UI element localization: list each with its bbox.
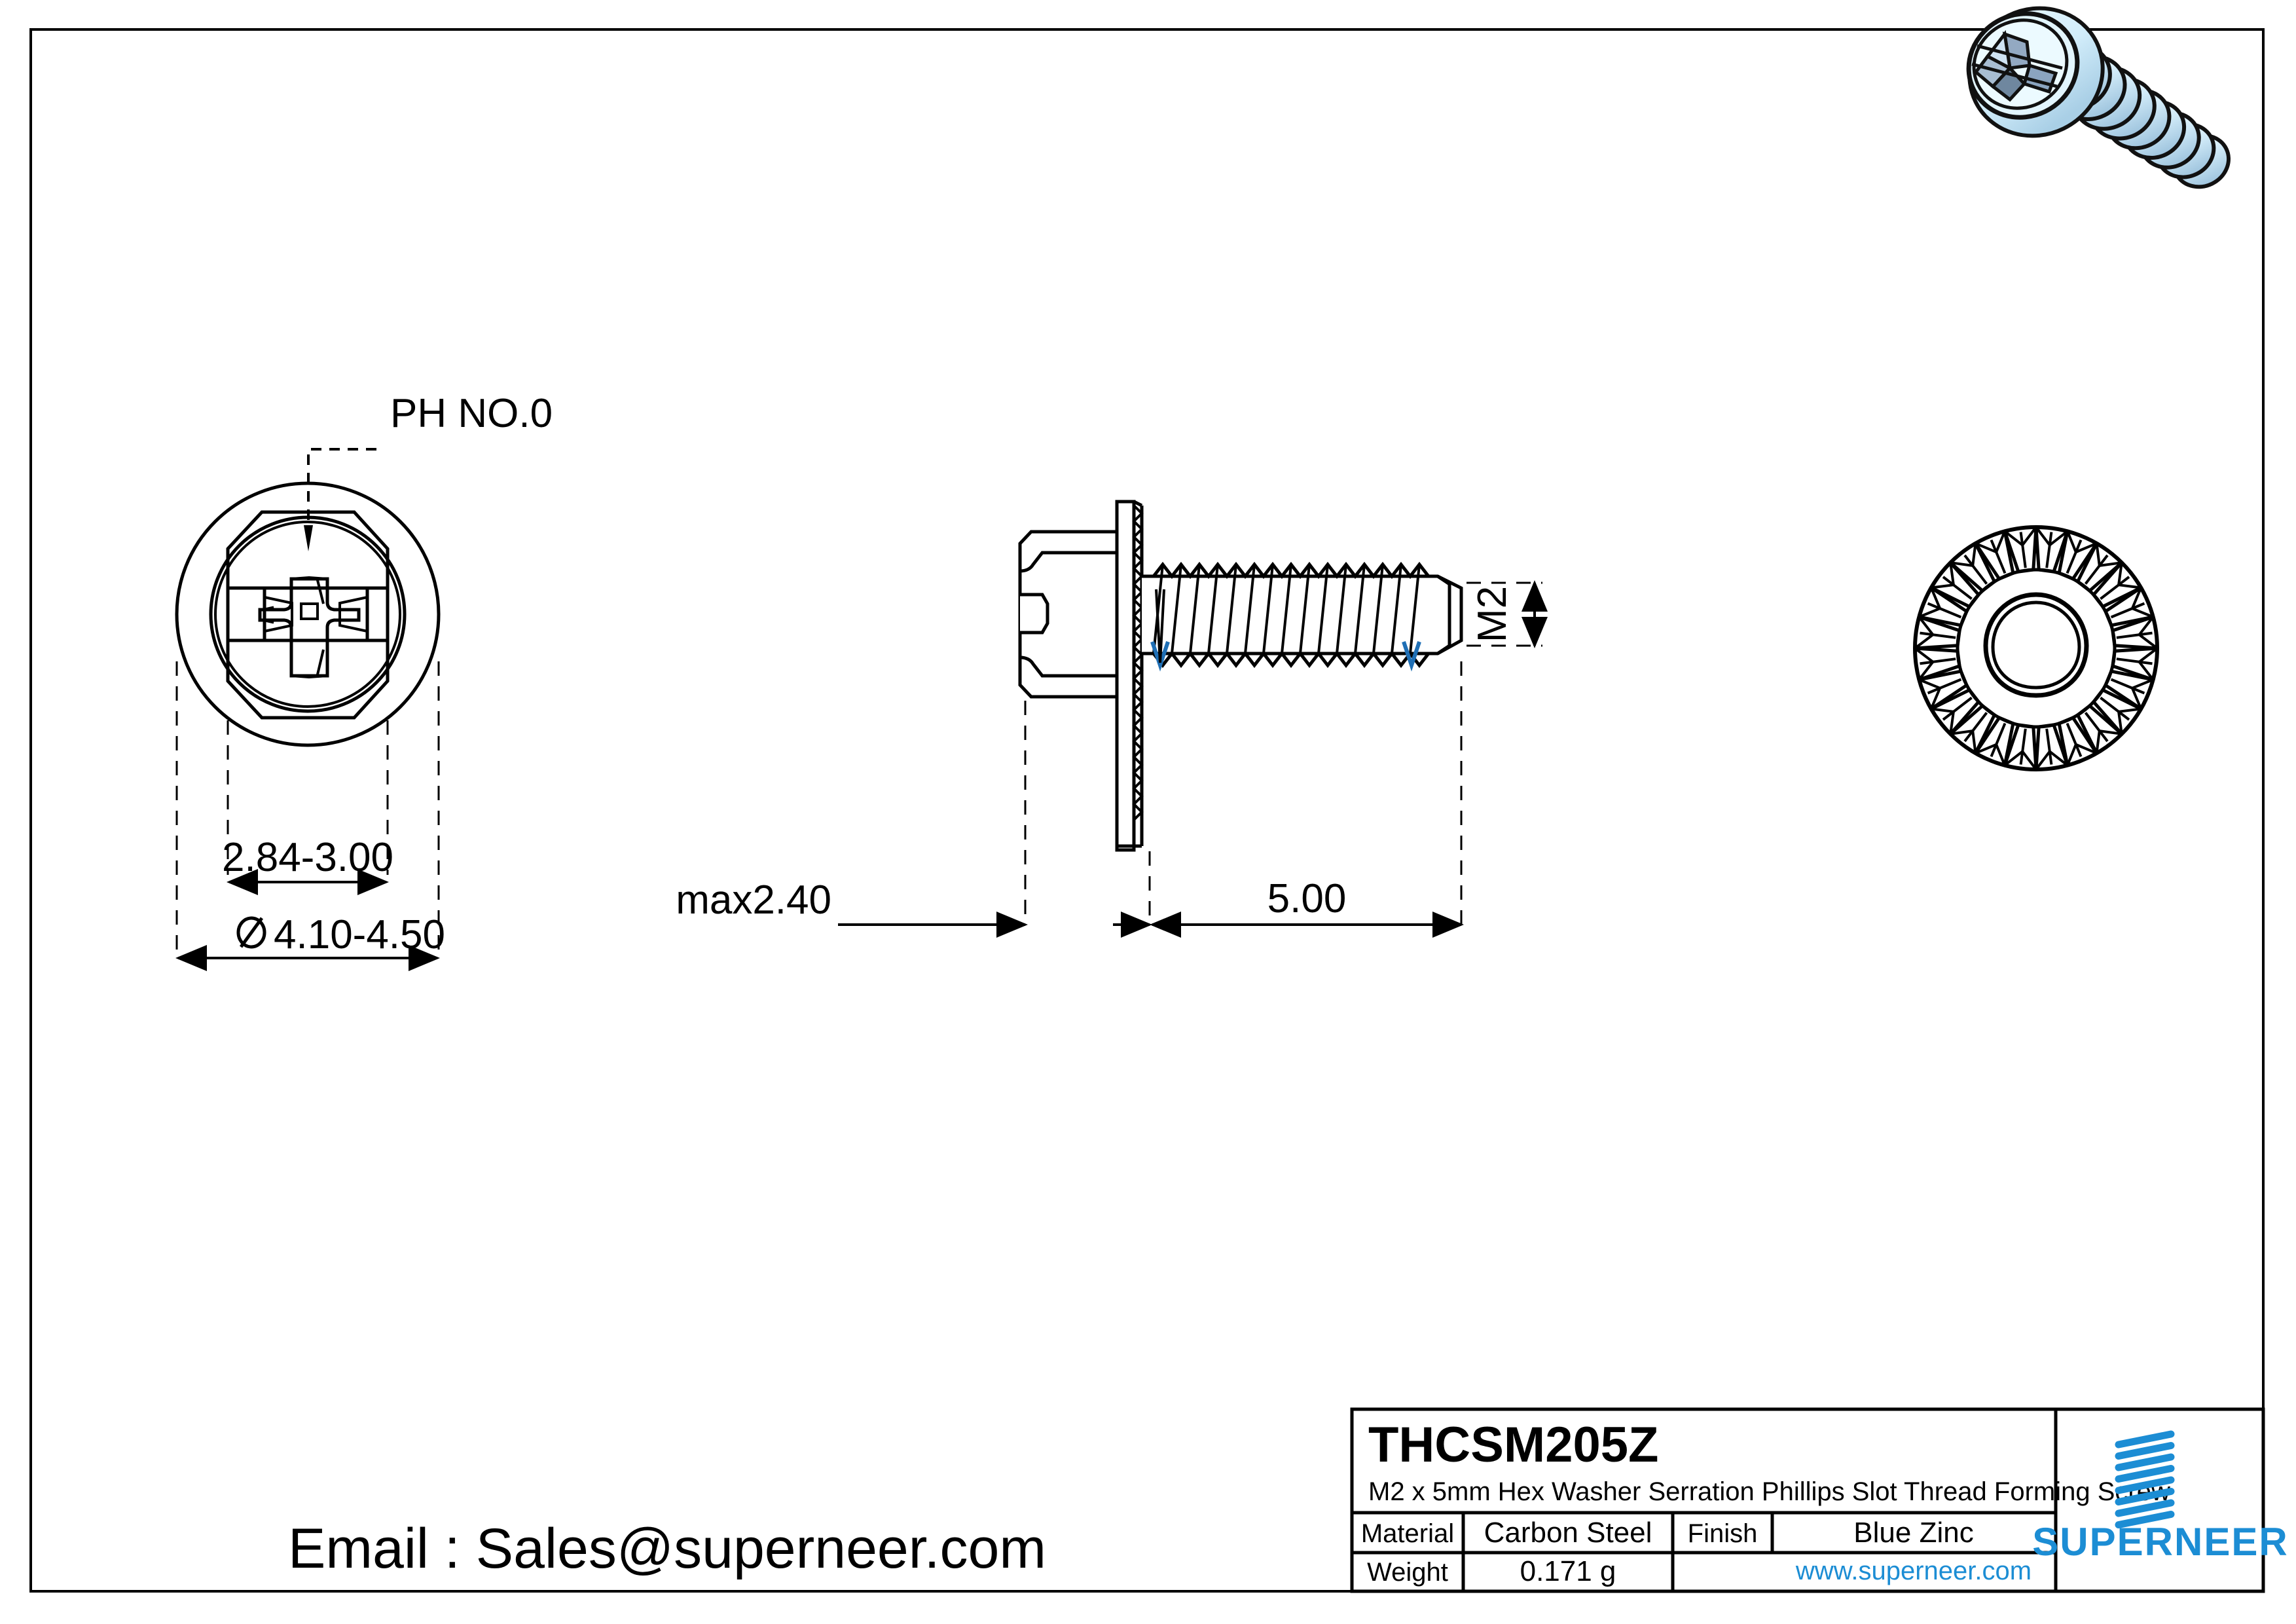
weight-value: 0.171 g bbox=[1520, 1555, 1616, 1587]
weight-label: Weight bbox=[1367, 1558, 1448, 1587]
diameter-symbol bbox=[236, 916, 266, 949]
head-height-dimension-label: max2.40 bbox=[676, 877, 831, 923]
front-view-head bbox=[175, 448, 441, 747]
brand-name: SUPERNEER bbox=[2032, 1520, 2288, 1564]
side-view-dimension-lines bbox=[838, 580, 1548, 938]
thread-length-dimension-label: 5.00 bbox=[1267, 876, 1347, 921]
side-view-screw bbox=[1018, 500, 1463, 852]
material-label: Material bbox=[1361, 1519, 1454, 1548]
finish-value: Blue Zinc bbox=[1853, 1517, 1973, 1549]
front-view-dimension-lines bbox=[175, 661, 440, 971]
bottom-view-serration bbox=[1913, 525, 2159, 771]
sheet-border bbox=[29, 28, 2265, 1593]
material-value: Carbon Steel bbox=[1484, 1517, 1652, 1549]
isometric-view bbox=[1966, 6, 2231, 189]
thread-diameter-dimension-label: M2 bbox=[1470, 586, 1515, 642]
part-description: M2 x 5mm Hex Washer Serration Phillips S… bbox=[1368, 1477, 2170, 1506]
email-label: Email : Sales@superneer.com bbox=[288, 1517, 1046, 1580]
across-flats-dimension-label: 2.84-3.00 bbox=[222, 835, 393, 880]
part-number: THCSM205Z bbox=[1368, 1417, 1658, 1473]
website-link[interactable]: www.superneer.com bbox=[1795, 1557, 2032, 1585]
finish-label: Finish bbox=[1688, 1519, 1758, 1548]
ph-callout-label: PH NO.0 bbox=[390, 391, 553, 436]
washer-diameter-dimension-label: 4.10-4.50 bbox=[274, 912, 445, 957]
superneer-logo-mark bbox=[2115, 1430, 2175, 1528]
